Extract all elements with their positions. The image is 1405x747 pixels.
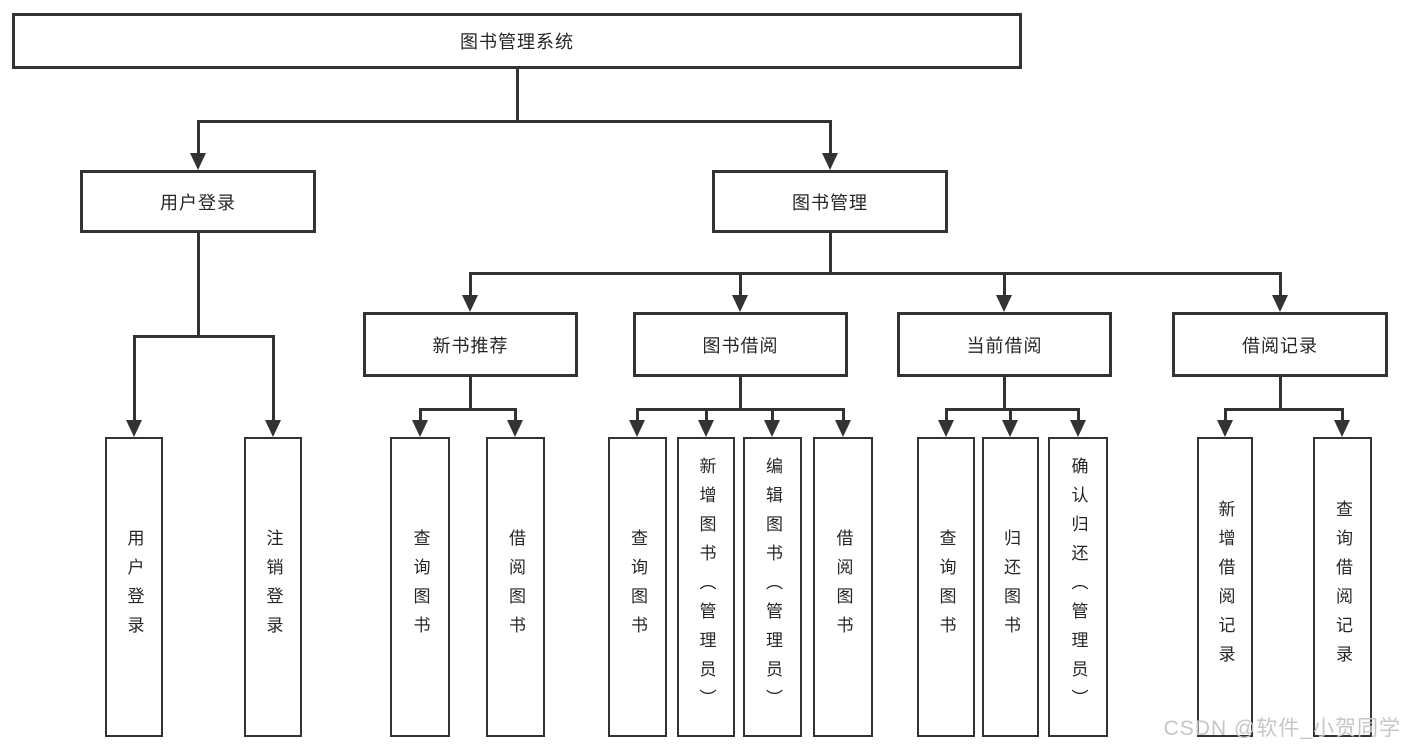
- connector-stem: [196, 233, 200, 335]
- leaf-edit-book-admin: 编辑图书（管理员）: [743, 437, 802, 737]
- connector-stem: [738, 377, 742, 408]
- connector-stem: [1278, 377, 1282, 408]
- leaf-borrow-books-recommend-label: 借阅图书: [506, 529, 525, 645]
- connector-bar: [468, 272, 1282, 275]
- connector-arrow: [1076, 408, 1080, 420]
- leaf-query-books-recommend-label: 查询图书: [410, 529, 430, 645]
- leaf-logout-label: 注销登录: [263, 529, 283, 645]
- node-user-login-label: 用户登录: [160, 192, 236, 213]
- connector-bar: [132, 335, 275, 338]
- connector-arrow: [132, 335, 136, 420]
- connector-bar: [1223, 408, 1344, 411]
- leaf-user-login: 用户登录: [105, 437, 163, 737]
- connector-arrow: [635, 408, 639, 420]
- node-book-borrowing-label: 图书借阅: [702, 335, 779, 356]
- leaf-logout: 注销登录: [244, 437, 302, 737]
- connector-arrow: [828, 120, 832, 153]
- leaf-query-borrow-record-label: 查询借阅记录: [1333, 500, 1352, 674]
- node-book-borrowing: 图书借阅: [633, 312, 848, 377]
- connector-stem: [515, 69, 519, 120]
- connector-arrow: [944, 408, 948, 420]
- leaf-return-book-label: 归还图书: [1001, 529, 1020, 645]
- leaf-borrow-books-borrowing: 借阅图书: [813, 437, 873, 737]
- node-new-book-recommendation: 新书推荐: [363, 312, 578, 377]
- leaf-query-borrow-record: 查询借阅记录: [1313, 437, 1372, 737]
- leaf-query-books-borrowing: 查询图书: [608, 437, 667, 737]
- node-book-management-label: 图书管理: [792, 192, 868, 213]
- leaf-query-books-borrowing-label: 查询图书: [628, 529, 647, 645]
- node-borrowing-records-label: 借阅记录: [1242, 335, 1318, 356]
- leaf-add-book-admin: 新增图书（管理员）: [677, 437, 735, 737]
- node-current-borrowing: 当前借阅: [897, 312, 1112, 377]
- connector-arrow: [1340, 408, 1344, 420]
- connector-arrow: [513, 408, 517, 420]
- connector-arrow: [468, 272, 472, 295]
- connector-arrow: [704, 408, 708, 420]
- connector-stem: [468, 377, 472, 408]
- leaf-return-book: 归还图书: [982, 437, 1039, 737]
- leaf-borrow-books-recommend: 借阅图书: [486, 437, 545, 737]
- connector-bar: [635, 408, 845, 411]
- connector-arrow: [1002, 272, 1006, 295]
- leaf-confirm-return-admin: 确认归还（管理员）: [1048, 437, 1108, 737]
- leaf-add-book-admin-label: 新增图书（管理员）: [696, 456, 716, 718]
- connector-stem: [828, 233, 832, 272]
- node-library-management-system: 图书管理系统: [12, 13, 1022, 69]
- node-new-book-recommendation-label: 新书推荐: [432, 335, 509, 356]
- node-library-management-system-label: 图书管理系统: [460, 32, 574, 52]
- node-current-borrowing-label: 当前借阅: [966, 335, 1043, 356]
- leaf-add-borrow-record: 新增借阅记录: [1197, 437, 1253, 737]
- leaf-query-books-current-label: 查询图书: [936, 529, 956, 645]
- leaf-borrow-books-borrowing-label: 借阅图书: [833, 529, 853, 645]
- connector-arrow: [418, 408, 422, 420]
- connector-arrow: [1278, 272, 1282, 295]
- connector-bar: [944, 408, 1080, 411]
- connector-arrow: [1223, 408, 1227, 420]
- connector-arrow: [841, 408, 845, 420]
- leaf-add-borrow-record-label: 新增借阅记录: [1215, 500, 1235, 674]
- leaf-user-login-label: 用户登录: [124, 529, 144, 645]
- connector-arrow: [271, 335, 275, 420]
- leaf-query-books-current: 查询图书: [917, 437, 975, 737]
- node-book-management: 图书管理: [712, 170, 948, 233]
- csdn-watermark: CSDN @软件_小贺同学: [1163, 717, 1401, 740]
- node-borrowing-records: 借阅记录: [1172, 312, 1388, 377]
- node-user-login: 用户登录: [80, 170, 316, 233]
- connector-arrow: [1008, 408, 1012, 420]
- connector-arrow: [196, 120, 200, 153]
- leaf-confirm-return-admin-label: 确认归还（管理员）: [1068, 456, 1088, 718]
- connector-bar: [418, 408, 517, 411]
- connector-arrow: [770, 408, 774, 420]
- connector-bar: [196, 120, 832, 123]
- connector-stem: [1002, 377, 1006, 408]
- leaf-edit-book-admin-label: 编辑图书（管理员）: [763, 456, 782, 718]
- leaf-query-books-recommend: 查询图书: [390, 437, 450, 737]
- connector-arrow: [738, 272, 742, 295]
